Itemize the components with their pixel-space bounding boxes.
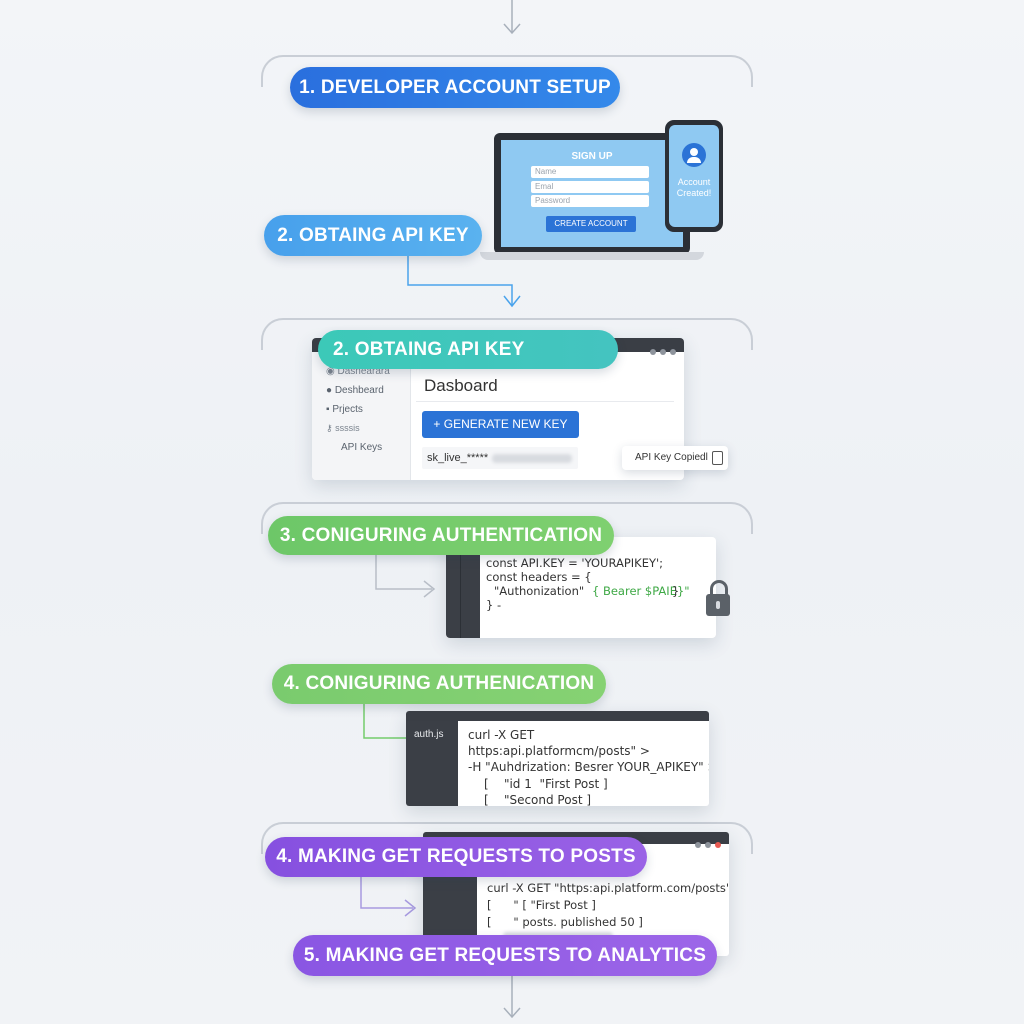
- window-dot-icon: [660, 349, 666, 355]
- api-key-blur: [492, 454, 572, 463]
- connector-arrow-3: [375, 553, 436, 598]
- account-created-line1: Account: [677, 177, 711, 187]
- window-dot-icon: [695, 842, 701, 848]
- file-tab-auth-js[interactable]: auth.js: [414, 729, 444, 740]
- auth-code-line-3a: "Authonization": [494, 584, 585, 598]
- terminal-2-line-3: [ " posts. published 50 ]: [487, 915, 643, 929]
- folder-icon: ▪: [326, 404, 333, 415]
- signup-title: SIGN UP: [571, 151, 613, 162]
- dashboard-divider: [416, 401, 674, 402]
- terminal-1-line-5: [ "Second Post ]: [484, 793, 592, 806]
- connector-arrow-5: [360, 875, 417, 917]
- step-4-label-lower: 4. MAKING GET REQUESTS TO POSTS: [265, 837, 647, 877]
- sidebar-item-projects[interactable]: ▪ Prjects: [326, 404, 363, 415]
- connector-arrow-2: [407, 250, 521, 308]
- email-field[interactable]: Emal: [531, 181, 649, 193]
- step-3-label: 3. CONIGURING AUTHENTICATION: [268, 516, 614, 555]
- section-bracket-1: [261, 55, 753, 87]
- top-down-arrow: [503, 0, 521, 35]
- avatar-icon: [682, 143, 706, 167]
- clipboard-icon: [712, 451, 723, 465]
- generate-key-button[interactable]: + GENERATE NEW KEY: [422, 411, 579, 438]
- dashboard-sidebar: ◉ Dasnearara ● Deshbeard ▪ Prjects ⚷ sss…: [312, 352, 411, 480]
- terminal-1-line-2: https:api.platformcm/posts" >: [468, 744, 650, 758]
- terminal-1-titlebar: [406, 711, 709, 726]
- window-dot-icon: [715, 842, 721, 848]
- laptop: SIGN UP Name Emal Password CREATE ACCOUN…: [494, 133, 690, 254]
- terminal-2-line-2: [ " [ "First Post ]: [487, 898, 596, 912]
- step-2-label-upper: 2. OBTAING API KEY: [264, 215, 482, 256]
- sidebar-item-dashboard-1[interactable]: ◉ Dasnearara: [326, 366, 390, 377]
- terminal-2-line-1: curl -X GET "https:api.platform.com/post…: [487, 881, 729, 895]
- sidebar-item-settings[interactable]: ⚷ ssssis: [326, 423, 360, 433]
- terminal-1-line-3: -H "Auhdrization: Besrer YOUR_APIKEY" >: [468, 760, 709, 774]
- connector-arrow-4: [363, 700, 410, 739]
- terminal-window-1: auth.js curl -X GET https:api.platformcm…: [406, 711, 709, 806]
- account-created-line2: Created!: [676, 188, 712, 198]
- home-icon: ◉: [326, 366, 338, 377]
- user-icon: ●: [326, 385, 335, 396]
- password-field[interactable]: Password: [531, 195, 649, 207]
- phone: Account Created!: [665, 120, 723, 232]
- api-key-copied-toast: API Key Copiedl: [622, 446, 728, 470]
- dashboard-title: Dasboard: [424, 376, 498, 395]
- terminal-1-line-4: [ "id 1 "First Post ]: [484, 777, 608, 791]
- key-icon: ⚷: [326, 423, 336, 433]
- name-field[interactable]: Name: [531, 166, 649, 178]
- laptop-screen: SIGN UP Name Emal Password CREATE ACCOUN…: [501, 140, 683, 247]
- section-bracket-2: [261, 318, 753, 350]
- bottom-down-arrow: [503, 976, 521, 1019]
- window-dot-icon: [670, 349, 676, 355]
- laptop-base: [480, 252, 704, 260]
- auth-code-line-3c: }: [672, 584, 680, 598]
- window-dot-icon: [705, 842, 711, 848]
- step-5-label: 5. MAKING GET REQUESTS TO ANALYTICS: [293, 935, 717, 976]
- auth-code-line-2: const headers = {: [486, 570, 592, 584]
- window-dot-icon: [650, 349, 656, 355]
- auth-code-line-1: const API.KEY = 'YOURAPIKEY';: [486, 556, 664, 570]
- sidebar-item-dashboard-2[interactable]: ● Deshbeard: [326, 385, 384, 396]
- phone-screen: Account Created!: [669, 125, 719, 227]
- terminal-1-sidebar: auth.js: [406, 721, 458, 806]
- lock-icon: [704, 580, 732, 618]
- step-1-label: 1. DEVELOPER ACCOUNT SETUP: [290, 67, 620, 108]
- sidebar-item-api-keys[interactable]: API Keys: [341, 442, 383, 453]
- terminal-1-line-1: curl -X GET: [468, 728, 535, 742]
- section-bracket-4: [261, 822, 753, 854]
- api-key-field[interactable]: sk_live_*****: [422, 447, 578, 469]
- auth-code-line-3b: { Bearer $PAIE}": [592, 584, 690, 598]
- api-key-value: sk_live_*****: [427, 452, 489, 464]
- section-bracket-3: [261, 502, 753, 534]
- auth-code-line-4: } -: [486, 598, 502, 612]
- step-2-label-lower: 2. OBTAING API KEY: [318, 330, 618, 369]
- step-4-label-upper: 4. CONIGURING AUTHENICATION: [272, 664, 606, 704]
- create-account-button[interactable]: CREATE ACCOUNT: [546, 216, 636, 232]
